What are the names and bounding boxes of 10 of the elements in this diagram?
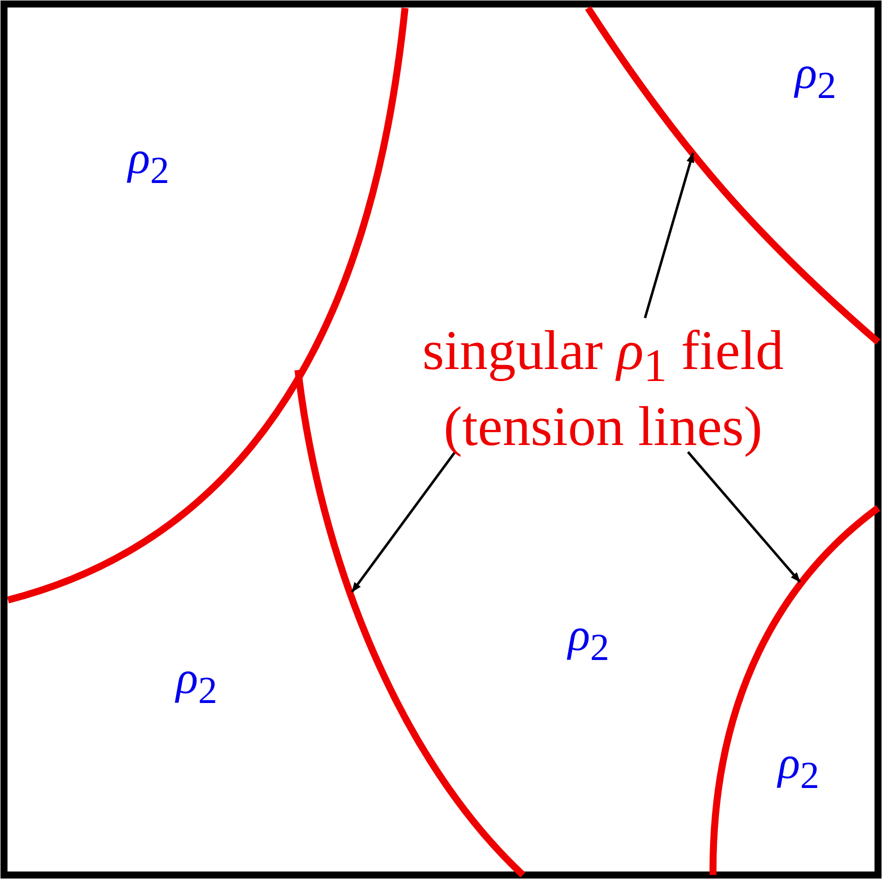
leader-line (644, 152, 694, 318)
callout-text: singular ρ$_{1}$ field (tension lines) (383, 318, 823, 462)
leader-line (687, 451, 801, 583)
density-label: ρ$_{2}$ (795, 50, 836, 106)
tension-line (710, 505, 880, 876)
density-label: ρ$_{2}$ (778, 740, 820, 796)
density-label: ρ$_{2}$ (568, 612, 610, 668)
density-label: ρ$_{2}$ (128, 135, 170, 191)
density-label: ρ$_{2}$ (176, 655, 218, 711)
leader-line (351, 451, 456, 593)
